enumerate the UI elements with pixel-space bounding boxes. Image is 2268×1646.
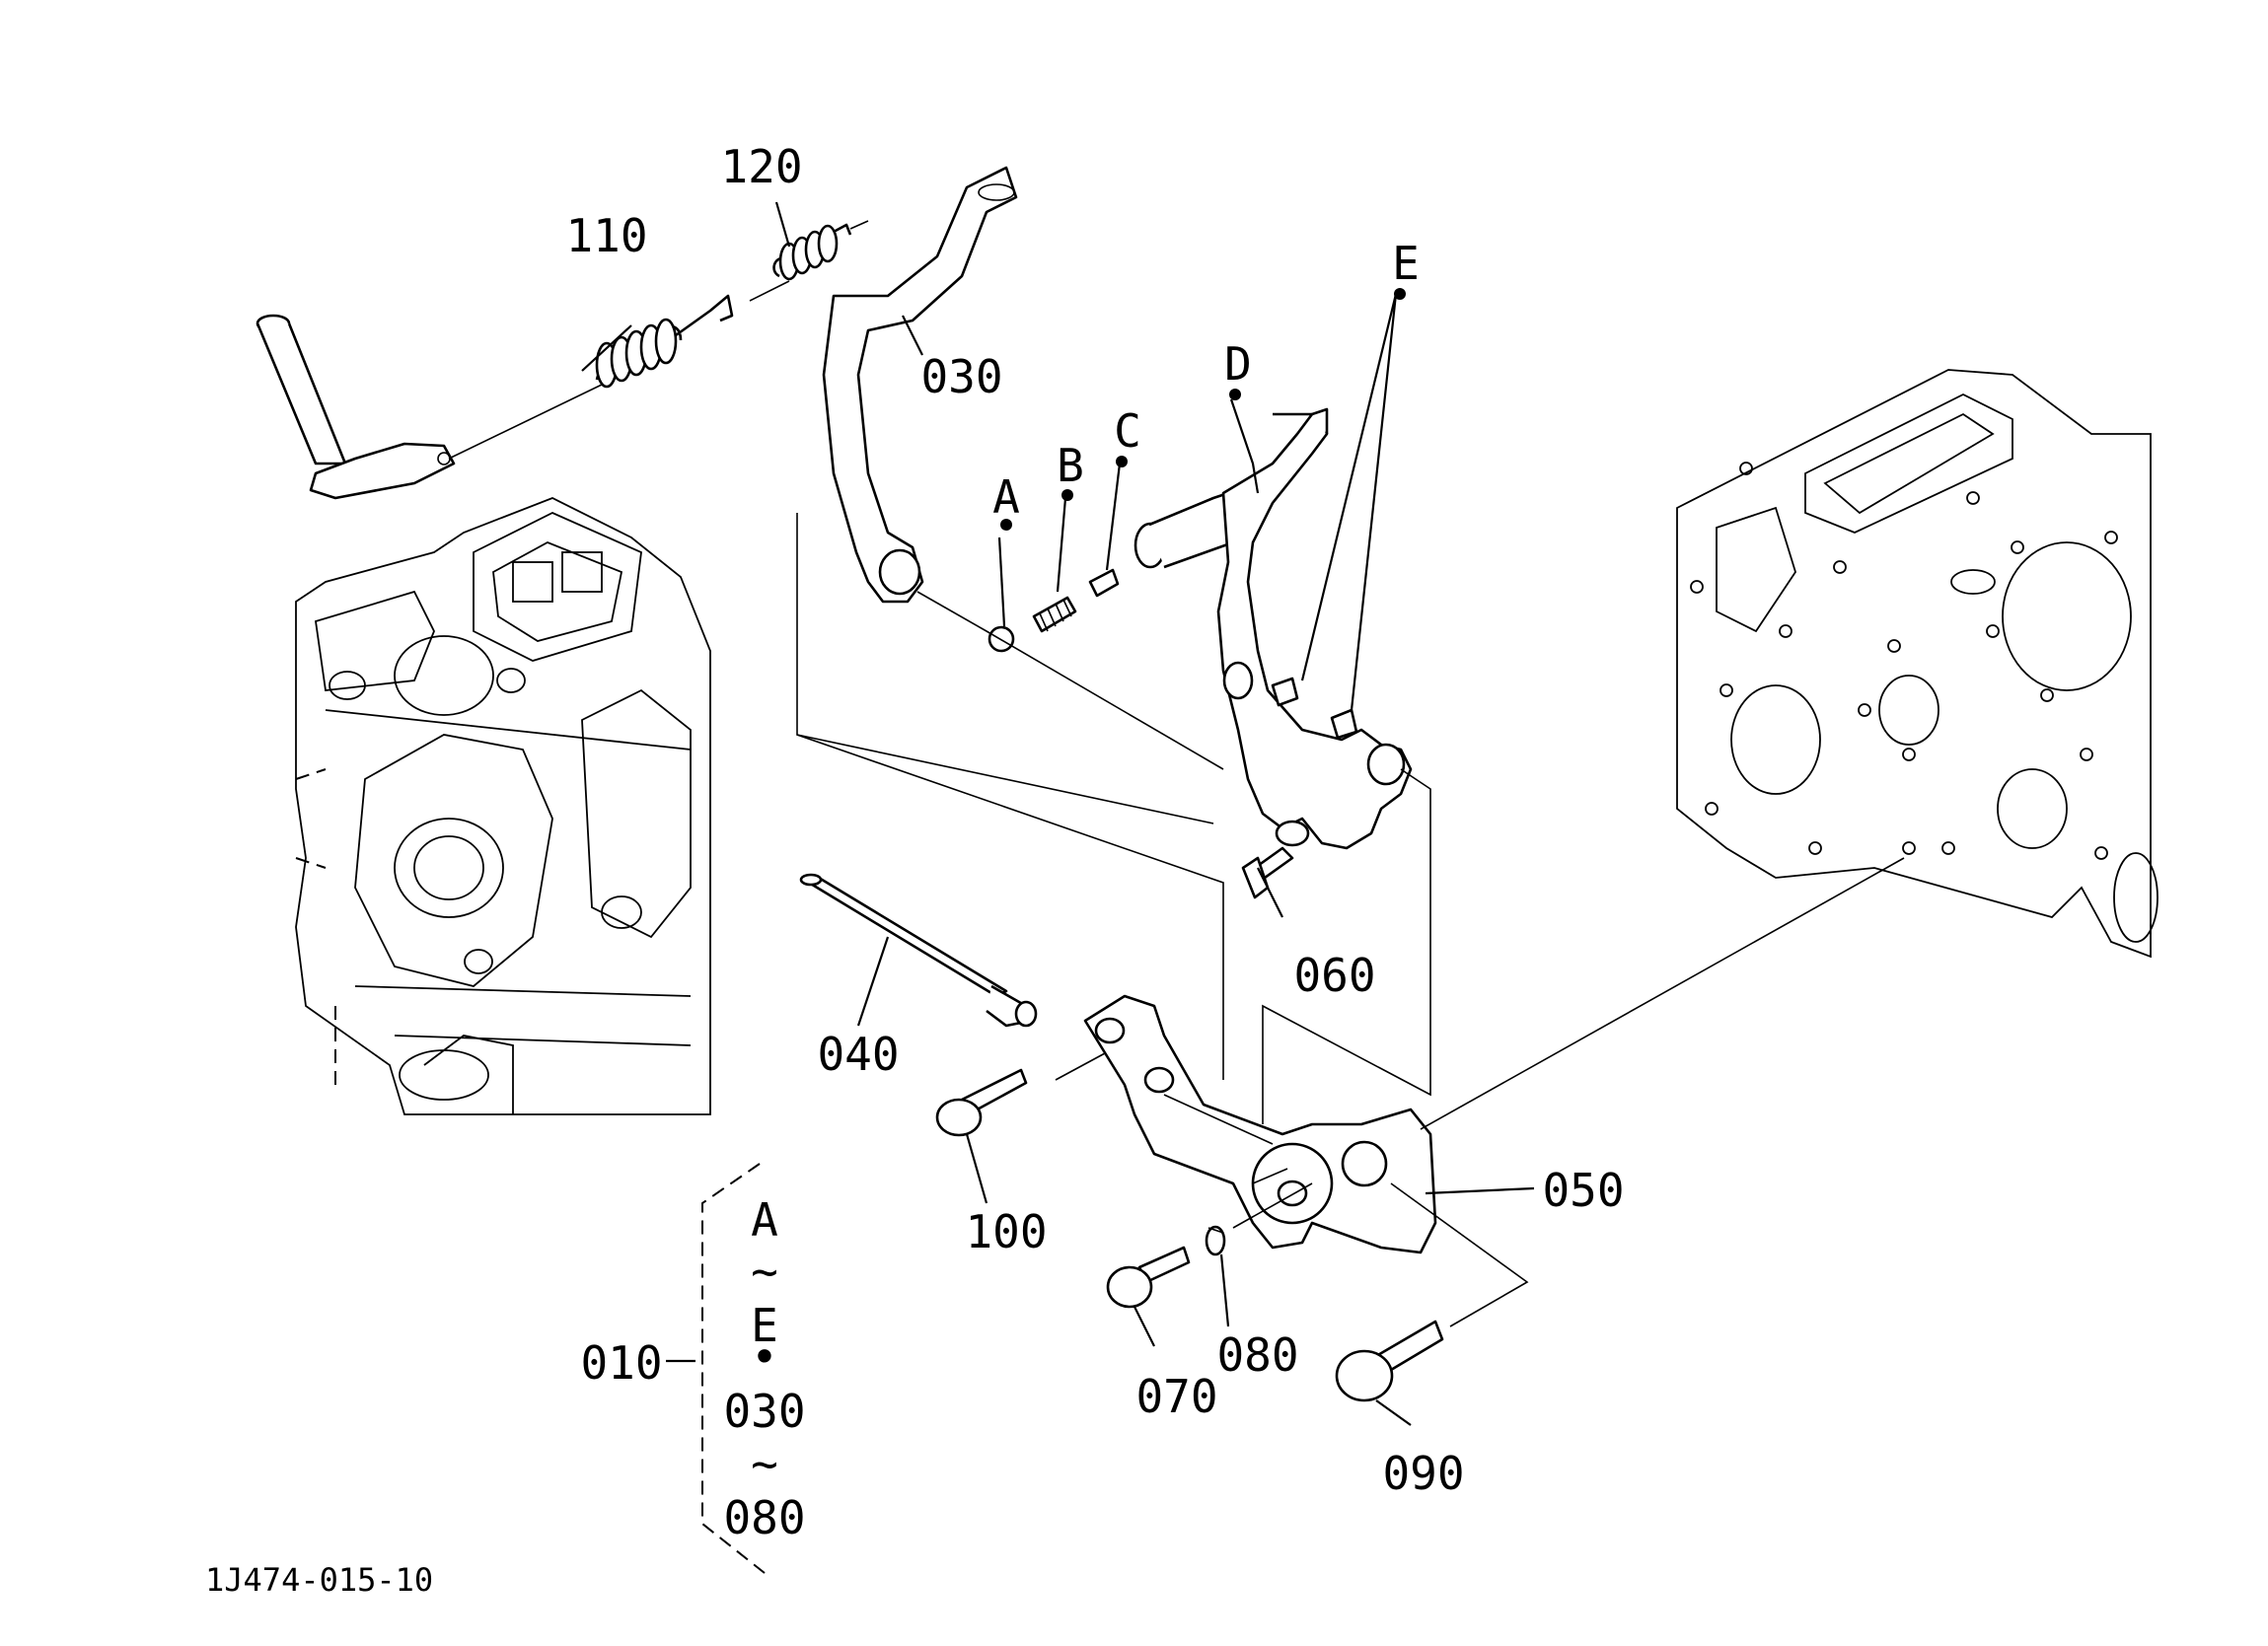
callout-labels: 120 110 030 A B C D E 060 040 100 050 08… xyxy=(565,140,1624,1500)
callout-a: A xyxy=(992,470,1020,524)
bolt-100 xyxy=(935,1068,1028,1137)
callout-040: 040 xyxy=(817,1028,899,1081)
callout-060: 060 xyxy=(1293,949,1375,1002)
reference-dots xyxy=(1000,288,1406,531)
callout-120: 120 xyxy=(720,140,802,193)
washer-080 xyxy=(1205,1225,1226,1256)
bolt-060 xyxy=(1241,820,1310,899)
shift-fork-d xyxy=(1134,407,1413,850)
dot-c xyxy=(1116,456,1128,467)
housing-bolt-holes xyxy=(1690,462,2118,860)
bracket-050 xyxy=(1083,994,1437,1254)
callout-090: 090 xyxy=(1382,1447,1464,1500)
dot-d xyxy=(1229,389,1241,400)
callout-b: B xyxy=(1057,439,1084,492)
lever-030 xyxy=(822,166,1018,604)
drawing-number: 1J474-015-10 xyxy=(205,1561,433,1599)
spring-110 xyxy=(448,280,790,460)
dot-a xyxy=(1000,519,1012,531)
dot-b xyxy=(1061,489,1073,501)
kit-tilde-1: ~ xyxy=(751,1245,778,1298)
bolt-070 xyxy=(1106,1246,1191,1309)
callout-c: C xyxy=(1114,404,1141,458)
kit-line-080: 080 xyxy=(723,1491,805,1544)
pin-040 xyxy=(799,873,1038,1028)
callout-050: 050 xyxy=(1542,1164,1624,1217)
leader-lines xyxy=(581,201,1905,1574)
spring-120 xyxy=(772,220,869,281)
callout-080: 080 xyxy=(1216,1328,1298,1382)
detent-parts-abc xyxy=(988,568,1120,653)
kit-tilde-2: ~ xyxy=(751,1437,778,1490)
kit-bracket: A ~ E • 030 ~ 080 xyxy=(723,1193,805,1544)
callout-100: 100 xyxy=(965,1205,1047,1258)
callout-e: E xyxy=(1392,237,1420,290)
bolt-090 xyxy=(1335,1320,1444,1402)
callout-d: D xyxy=(1224,337,1252,391)
engine-housing-right xyxy=(1676,369,2158,959)
callout-010: 010 xyxy=(580,1336,662,1390)
callout-110: 110 xyxy=(565,209,647,262)
callout-070: 070 xyxy=(1135,1370,1217,1423)
kit-line-e: E xyxy=(751,1299,778,1352)
callout-030: 030 xyxy=(920,350,1002,403)
dot-e xyxy=(1394,288,1406,300)
kit-separator: • xyxy=(751,1330,778,1384)
kit-line-a: A xyxy=(751,1193,778,1247)
kit-line-030: 030 xyxy=(723,1385,805,1438)
engine-block-left xyxy=(295,497,711,1115)
pins-e xyxy=(1271,677,1358,740)
pivot-shaft-arm xyxy=(256,314,456,500)
